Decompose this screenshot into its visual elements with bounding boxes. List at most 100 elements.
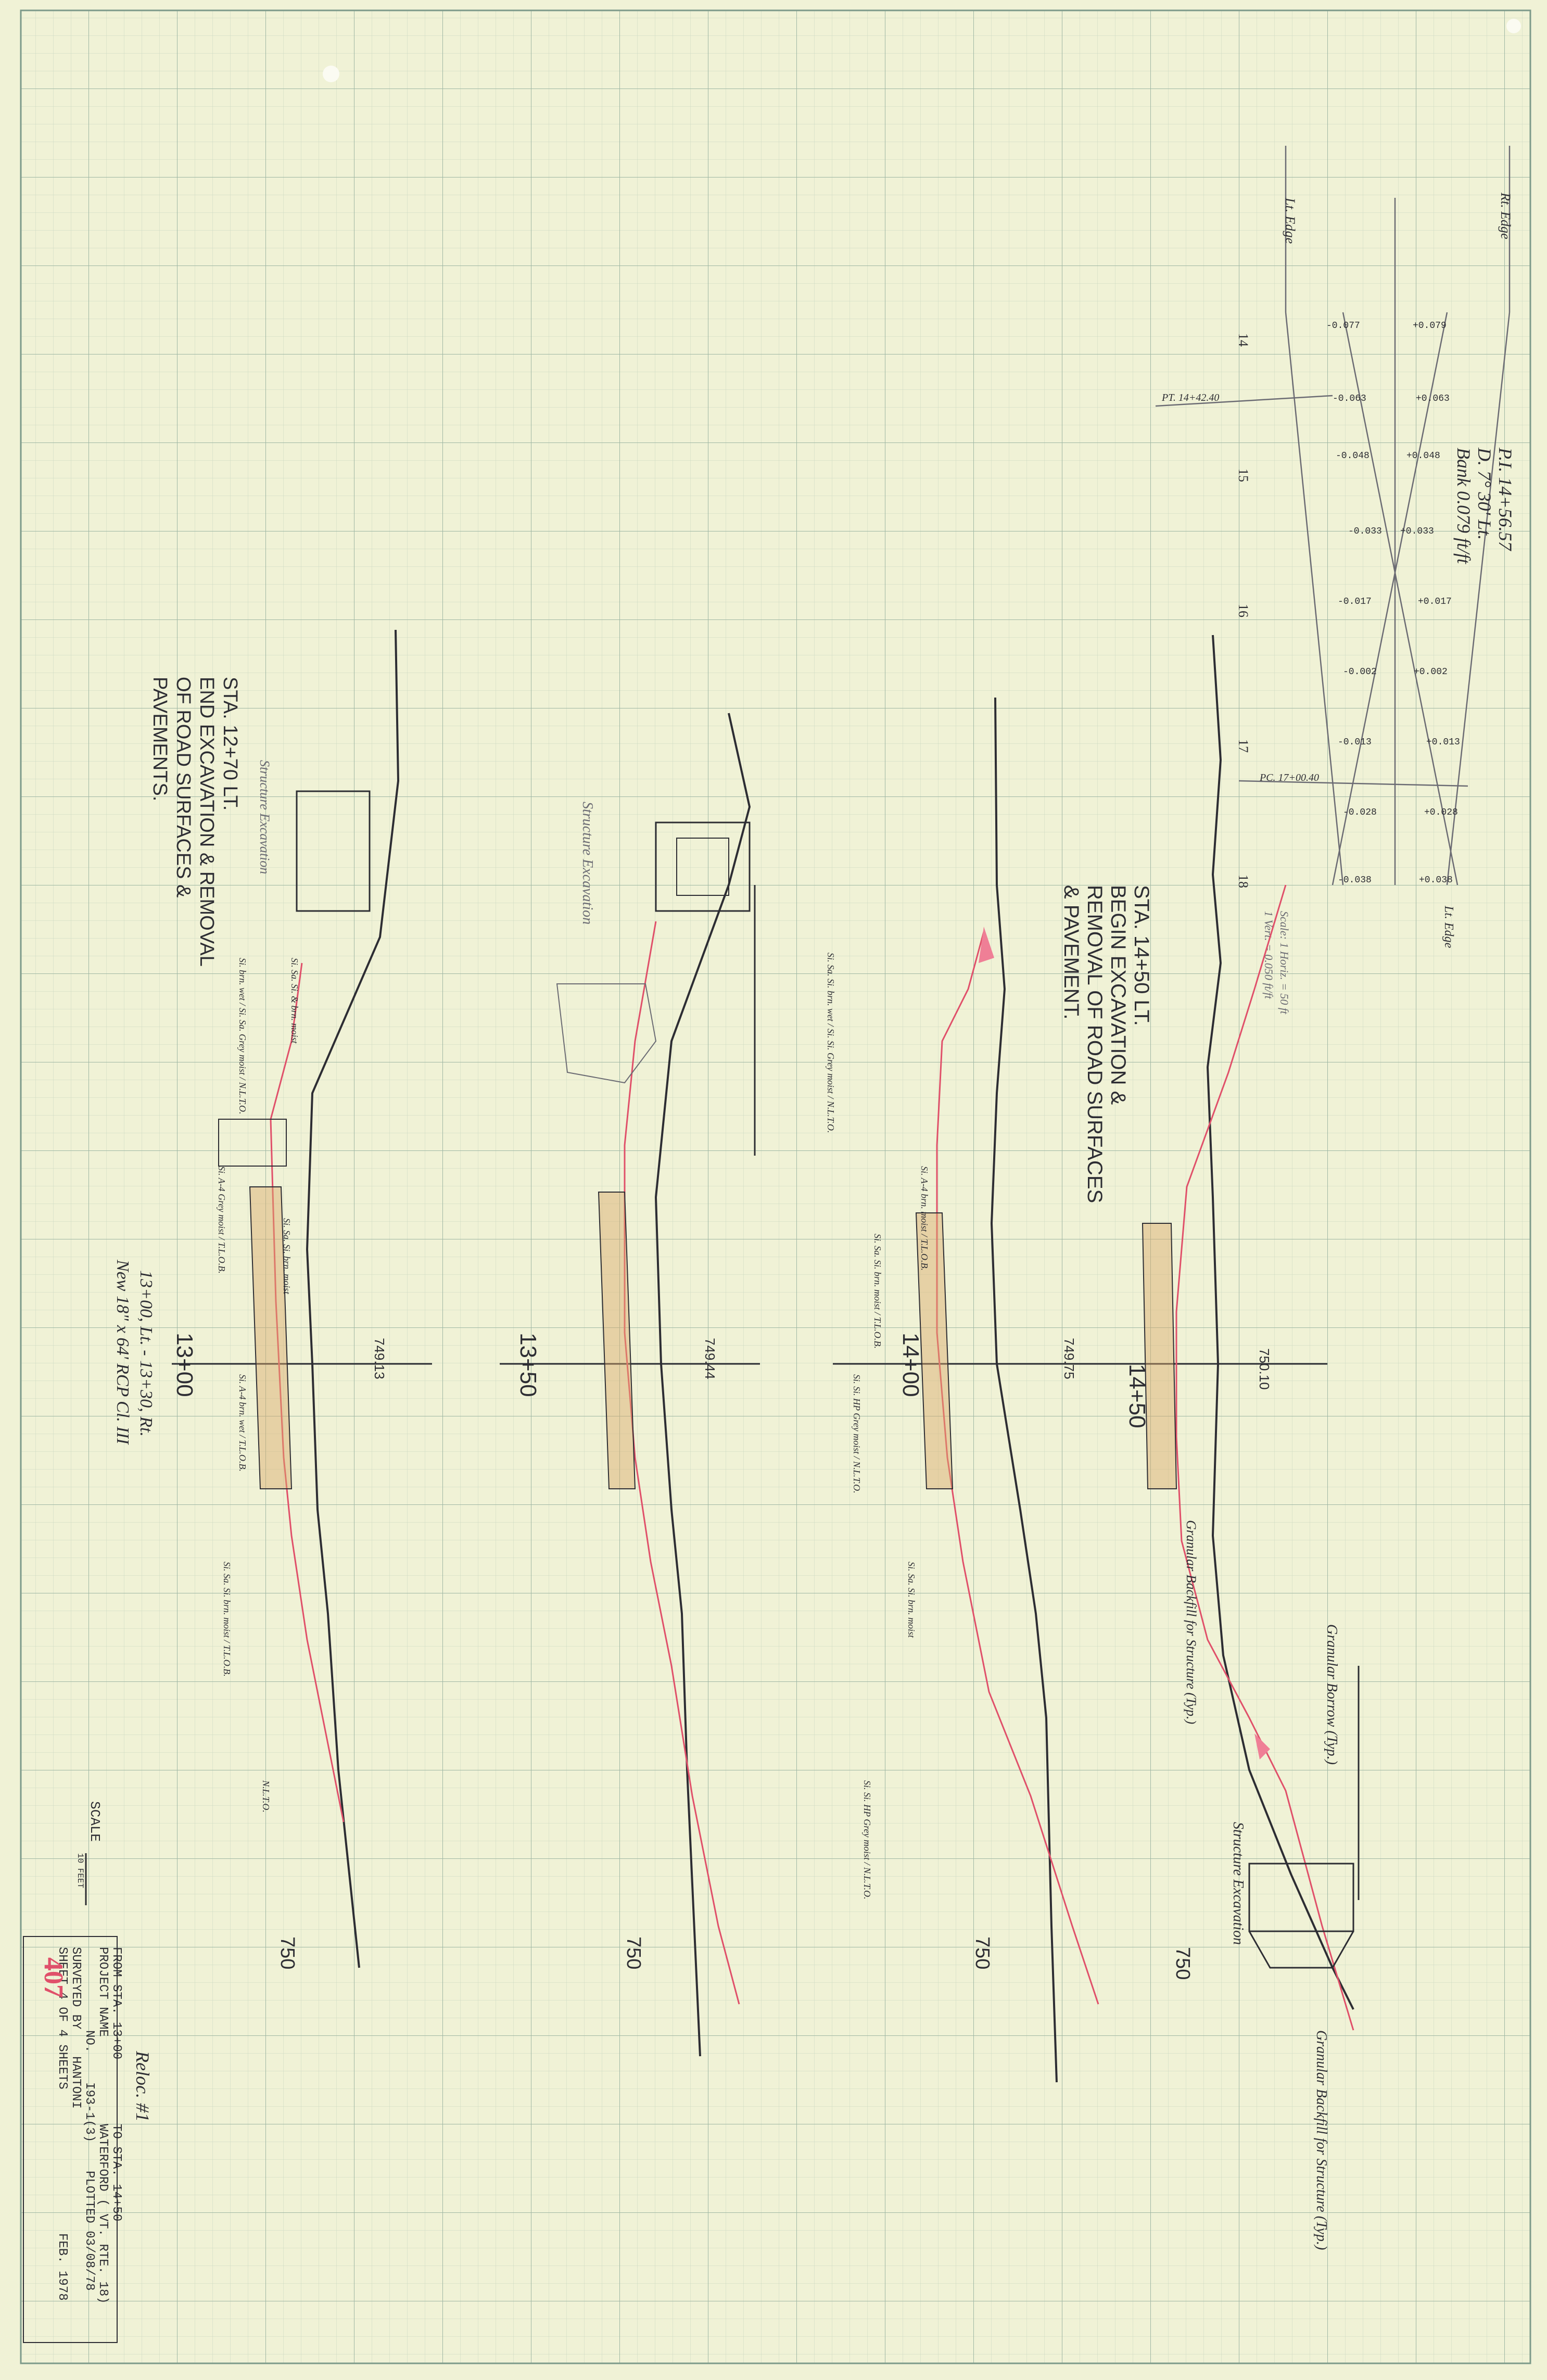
- superelevation-diagram: [1155, 146, 1511, 885]
- pi-station: P.I. 14+56.57: [1495, 447, 1516, 552]
- scale-label: SCALE: [87, 1801, 103, 1842]
- super-value: -0.028: [1343, 807, 1377, 818]
- survey-date: FEB. 1978: [55, 2233, 69, 2301]
- number-label: NO.: [82, 2030, 96, 2053]
- boring-note: Si. Sa. Si. & brn. moist: [289, 958, 300, 1044]
- superelevation-values: -0.077 +0.079 -0.063 +0.063 -0.048 +0.04…: [1326, 321, 1460, 885]
- pipe-label-line: 13+00, Lt. - 13+30, Rt.: [136, 1270, 156, 1437]
- pc-label: PC. 17+00.40: [1259, 772, 1319, 783]
- boring-note: Si. Sa. Si. brn. wet / Si. Si. Grey mois…: [826, 953, 836, 1133]
- ground-profile: [306, 629, 400, 1968]
- curve-station: 15: [1236, 469, 1251, 482]
- boring-note: Si. Sa. Si. brn. moist: [906, 1562, 917, 1638]
- super-value: +0.013: [1426, 737, 1460, 748]
- curve-stations: 14 15 16 17 18: [1236, 333, 1251, 888]
- datum-label: 750: [276, 1936, 298, 1969]
- section-title: STA. 12+70 LT. END EXCAVATION & REMOVAL …: [149, 677, 241, 967]
- outlet-box: [218, 1119, 287, 1167]
- structure-excavation-label: Structure Excavation: [579, 802, 595, 925]
- headwall: [1248, 1863, 1354, 1932]
- section-title: STA. 14+50 LT. BEGIN EXCAVATION & REMOVA…: [1060, 885, 1153, 1203]
- boring-note: Si. brn. wet / Si. Sa. Grey moist / N.L.…: [237, 958, 248, 1115]
- red-hatch: [979, 927, 994, 963]
- title-line: & PAVEMENT.: [1060, 885, 1083, 1020]
- proposed-profile: [624, 921, 740, 2005]
- sheet-number: SHEET 4 OF 4 SHEETS: [55, 1947, 69, 2090]
- super-value: -0.063: [1333, 394, 1366, 404]
- title-line: END EXCAVATION & REMOVAL: [196, 677, 218, 967]
- station-label: 14+00: [898, 1333, 923, 1397]
- grid-major: [21, 10, 1530, 2363]
- boring-note: Si. Sa. Si. brn. moist / T.L.O.B.: [222, 1562, 232, 1677]
- sheet-border: [20, 9, 1531, 2364]
- boring-note: Si. Si. HP Grey moist / N.L.T.O.: [852, 1374, 862, 1493]
- datum-label: 750: [971, 1936, 993, 1969]
- rt-edge-label: Rt. Edge: [1498, 192, 1513, 239]
- headwall: [655, 821, 751, 912]
- granular-backfill-note-2: Granular Backfill for Structure (Typ.): [1313, 2030, 1329, 2250]
- section-14-50: 14+50 750.10 750 STA. 14+50 LT. BEGIN EX…: [906, 635, 1360, 2250]
- pipe-trench: [249, 1186, 293, 1489]
- punch-hole-top: [323, 66, 339, 82]
- pi-bank: Bank 0.079 ft/ft: [1453, 448, 1474, 564]
- pipe-trench: [1142, 1223, 1177, 1489]
- elevation-label: 750.10: [1257, 1348, 1272, 1390]
- boring-note: Si. A-4 brn. wet / T.L.O.B.: [237, 1374, 248, 1472]
- punch-hole-right: [1506, 19, 1521, 33]
- boring-notes: Si. Sa. Si. brn. wet / Si. Si. Grey mois…: [826, 953, 930, 1900]
- super-value: +0.048: [1406, 451, 1440, 461]
- proposed-profile: [936, 931, 1099, 2005]
- structure-excavation-label: Structure Excavation: [257, 760, 272, 874]
- curve-station: 18: [1236, 875, 1251, 888]
- title-block: FROM STA. 13+00 TO STA. 14+50 PROJECT NA…: [23, 1936, 153, 2343]
- project-name-label: PROJECT NAME: [96, 1947, 110, 2037]
- proposed-profile: [1175, 884, 1354, 2031]
- headwall-inner: [676, 838, 729, 896]
- scale-bar: SCALE 10 FEET: [75, 1801, 103, 1905]
- datum-label: 750: [623, 1936, 644, 1969]
- scale-value: 10 FEET: [75, 1853, 85, 1888]
- title-line: REMOVAL OF ROAD SURFACES: [1083, 885, 1106, 1203]
- pt-label: PT. 14+42.40: [1161, 392, 1219, 403]
- curve-scale-line-1: Scale: 1 Horiz. = 50 ft: [1278, 911, 1291, 1015]
- title-line: STA. 14+50 LT.: [1130, 885, 1153, 1026]
- super-value: -0.038: [1338, 875, 1372, 885]
- curve-station: 16: [1236, 604, 1251, 617]
- super-value: +0.017: [1418, 597, 1452, 607]
- project-number: I93-1(3): [82, 2082, 96, 2142]
- pipe-label-line: New 18" x 64' RCP Cl. III: [113, 1259, 132, 1445]
- super-value: +0.038: [1419, 875, 1453, 885]
- lt-edge-label: Lt. Edge: [1283, 197, 1298, 244]
- title-block-frame: [23, 1936, 118, 2343]
- ground-profile: [990, 697, 1058, 2083]
- boring-note: Si. Si. HP Grey moist / N.L.T.O.: [862, 1780, 872, 1900]
- section-14-00: 14+00 749.75 750 Si. Sa. Si. brn. wet / …: [826, 697, 1099, 2083]
- boring-notes: Si. brn. wet / Si. Sa. Grey moist / N.L.…: [217, 958, 300, 1813]
- surveyed-by: HANTONI: [69, 2056, 83, 2109]
- title-line: OF ROAD SURFACES &: [172, 677, 194, 897]
- super-value: -0.048: [1336, 451, 1370, 461]
- boring-note: Si. Sa. Si. brn. moist / T.L.O.B.: [872, 1234, 883, 1349]
- boring-note: N.L.T.O.: [261, 1780, 271, 1813]
- from-station: FROM STA. 13+00: [109, 1947, 123, 2059]
- pi-degree: D. 7° 30' Lt.: [1474, 447, 1495, 540]
- super-value: -0.002: [1343, 667, 1377, 677]
- super-value: +0.079: [1413, 321, 1447, 331]
- super-value: +0.033: [1400, 526, 1434, 537]
- to-station: TO STA. 14+50: [109, 2124, 123, 2221]
- project-name: WATERFORD ( VT. RTE. 18): [96, 2124, 110, 2304]
- datum-label: 750: [1172, 1947, 1194, 1980]
- pipe-trench: [598, 1192, 636, 1489]
- super-value: -0.013: [1338, 737, 1372, 748]
- proposed-profile: [270, 963, 345, 1822]
- ground-profile: [654, 713, 751, 2057]
- structure-excavation-outline: [556, 983, 657, 1084]
- pipe-label: 13+00, Lt. - 13+30, Rt. New 18" x 64' RC…: [113, 1259, 156, 1445]
- pipe-trench: [915, 1212, 954, 1489]
- page-number: 407: [39, 1957, 68, 1998]
- title-line: PAVEMENTS.: [149, 677, 171, 801]
- headwall-base: [1248, 1931, 1354, 1969]
- super-value: +0.063: [1416, 394, 1450, 404]
- super-value: +0.028: [1424, 807, 1458, 818]
